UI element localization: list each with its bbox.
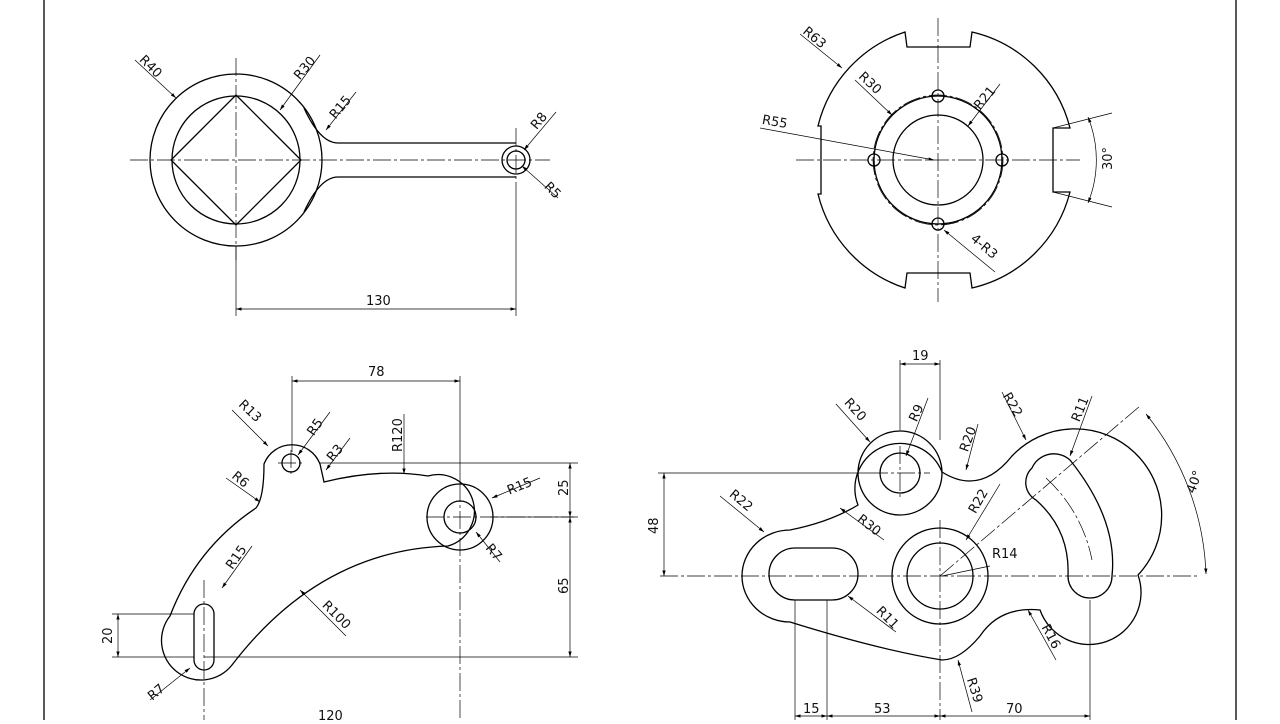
dim-65: 65 <box>557 577 572 594</box>
label-r120: R120 <box>391 418 406 452</box>
label-r13: R13 <box>235 397 264 425</box>
link-outline <box>741 428 1163 661</box>
dim-19: 19 <box>912 349 929 364</box>
label-r11-arc: R11 <box>1069 395 1092 424</box>
link-arc-slot <box>1025 453 1114 599</box>
dim-20: 20 <box>101 627 116 644</box>
sheet-border <box>43 0 1237 720</box>
flange-outline <box>817 31 1071 289</box>
label-r7-boss: R7 <box>482 541 505 564</box>
view-flange: R63 R30 R21 R55 4-R3 30° <box>759 18 1116 302</box>
dim-48: 48 <box>647 517 662 534</box>
label-r5-lever: R5 <box>305 416 327 439</box>
label-r9: R9 <box>907 402 928 424</box>
label-r8: R8 <box>528 110 551 133</box>
view-lever: 78 25 65 20 R13 R5 R3 R120 R6 R15 R15 R7… <box>101 365 578 724</box>
label-r22-left: R22 <box>726 487 755 515</box>
wrench-handle-bottom <box>303 176 516 213</box>
label-r22-arc: R22 <box>999 390 1025 420</box>
label-r20-mid: R20 <box>957 425 980 454</box>
label-r30-flange: R30 <box>855 69 884 97</box>
dim-25: 25 <box>557 479 572 496</box>
label-r5: R5 <box>541 179 564 202</box>
label-r15: R15 <box>327 93 355 122</box>
label-r14: R14 <box>992 547 1018 562</box>
dim-130: 130 <box>366 294 391 309</box>
dim-120: 120 <box>318 709 343 720</box>
label-r30-link: R30 <box>854 512 883 540</box>
label-r6: R6 <box>228 469 251 492</box>
dim-78: 78 <box>368 365 385 380</box>
label-r3: R3 <box>324 442 347 465</box>
label-r15-lever: R15 <box>223 543 250 573</box>
lever-outline <box>160 444 475 681</box>
label-r40: R40 <box>136 53 165 82</box>
label-r63: R63 <box>799 24 828 52</box>
wrench-handle-top <box>303 107 516 144</box>
label-r39: R39 <box>963 676 985 705</box>
label-r16: R16 <box>1038 622 1063 652</box>
label-r7-slot: R7 <box>145 681 168 704</box>
label-r100: R100 <box>319 598 354 633</box>
view-wrench: 130 R40 R30 R15 R8 R5 <box>130 53 564 316</box>
label-r11-slot: R11 <box>873 604 902 633</box>
label-r55: R55 <box>761 113 789 132</box>
label-r22-center: R22 <box>966 487 992 517</box>
lever-slot <box>193 603 215 671</box>
label-holes: 4-R3 <box>967 232 1000 263</box>
label-30deg: 30° <box>1101 147 1116 170</box>
label-r30: R30 <box>291 54 319 83</box>
dim-70: 70 <box>1006 702 1023 717</box>
label-40deg: 40° <box>1184 469 1206 496</box>
dim-15: 15 <box>803 702 820 717</box>
view-link: 19 48 15 53 70 40° R20 R9 R20 R22 R11 R2… <box>647 349 1208 720</box>
link-slot <box>768 547 859 601</box>
dim-53: 53 <box>874 702 891 717</box>
label-r15-boss: R15 <box>505 475 534 498</box>
label-r20-top: R20 <box>841 396 869 425</box>
